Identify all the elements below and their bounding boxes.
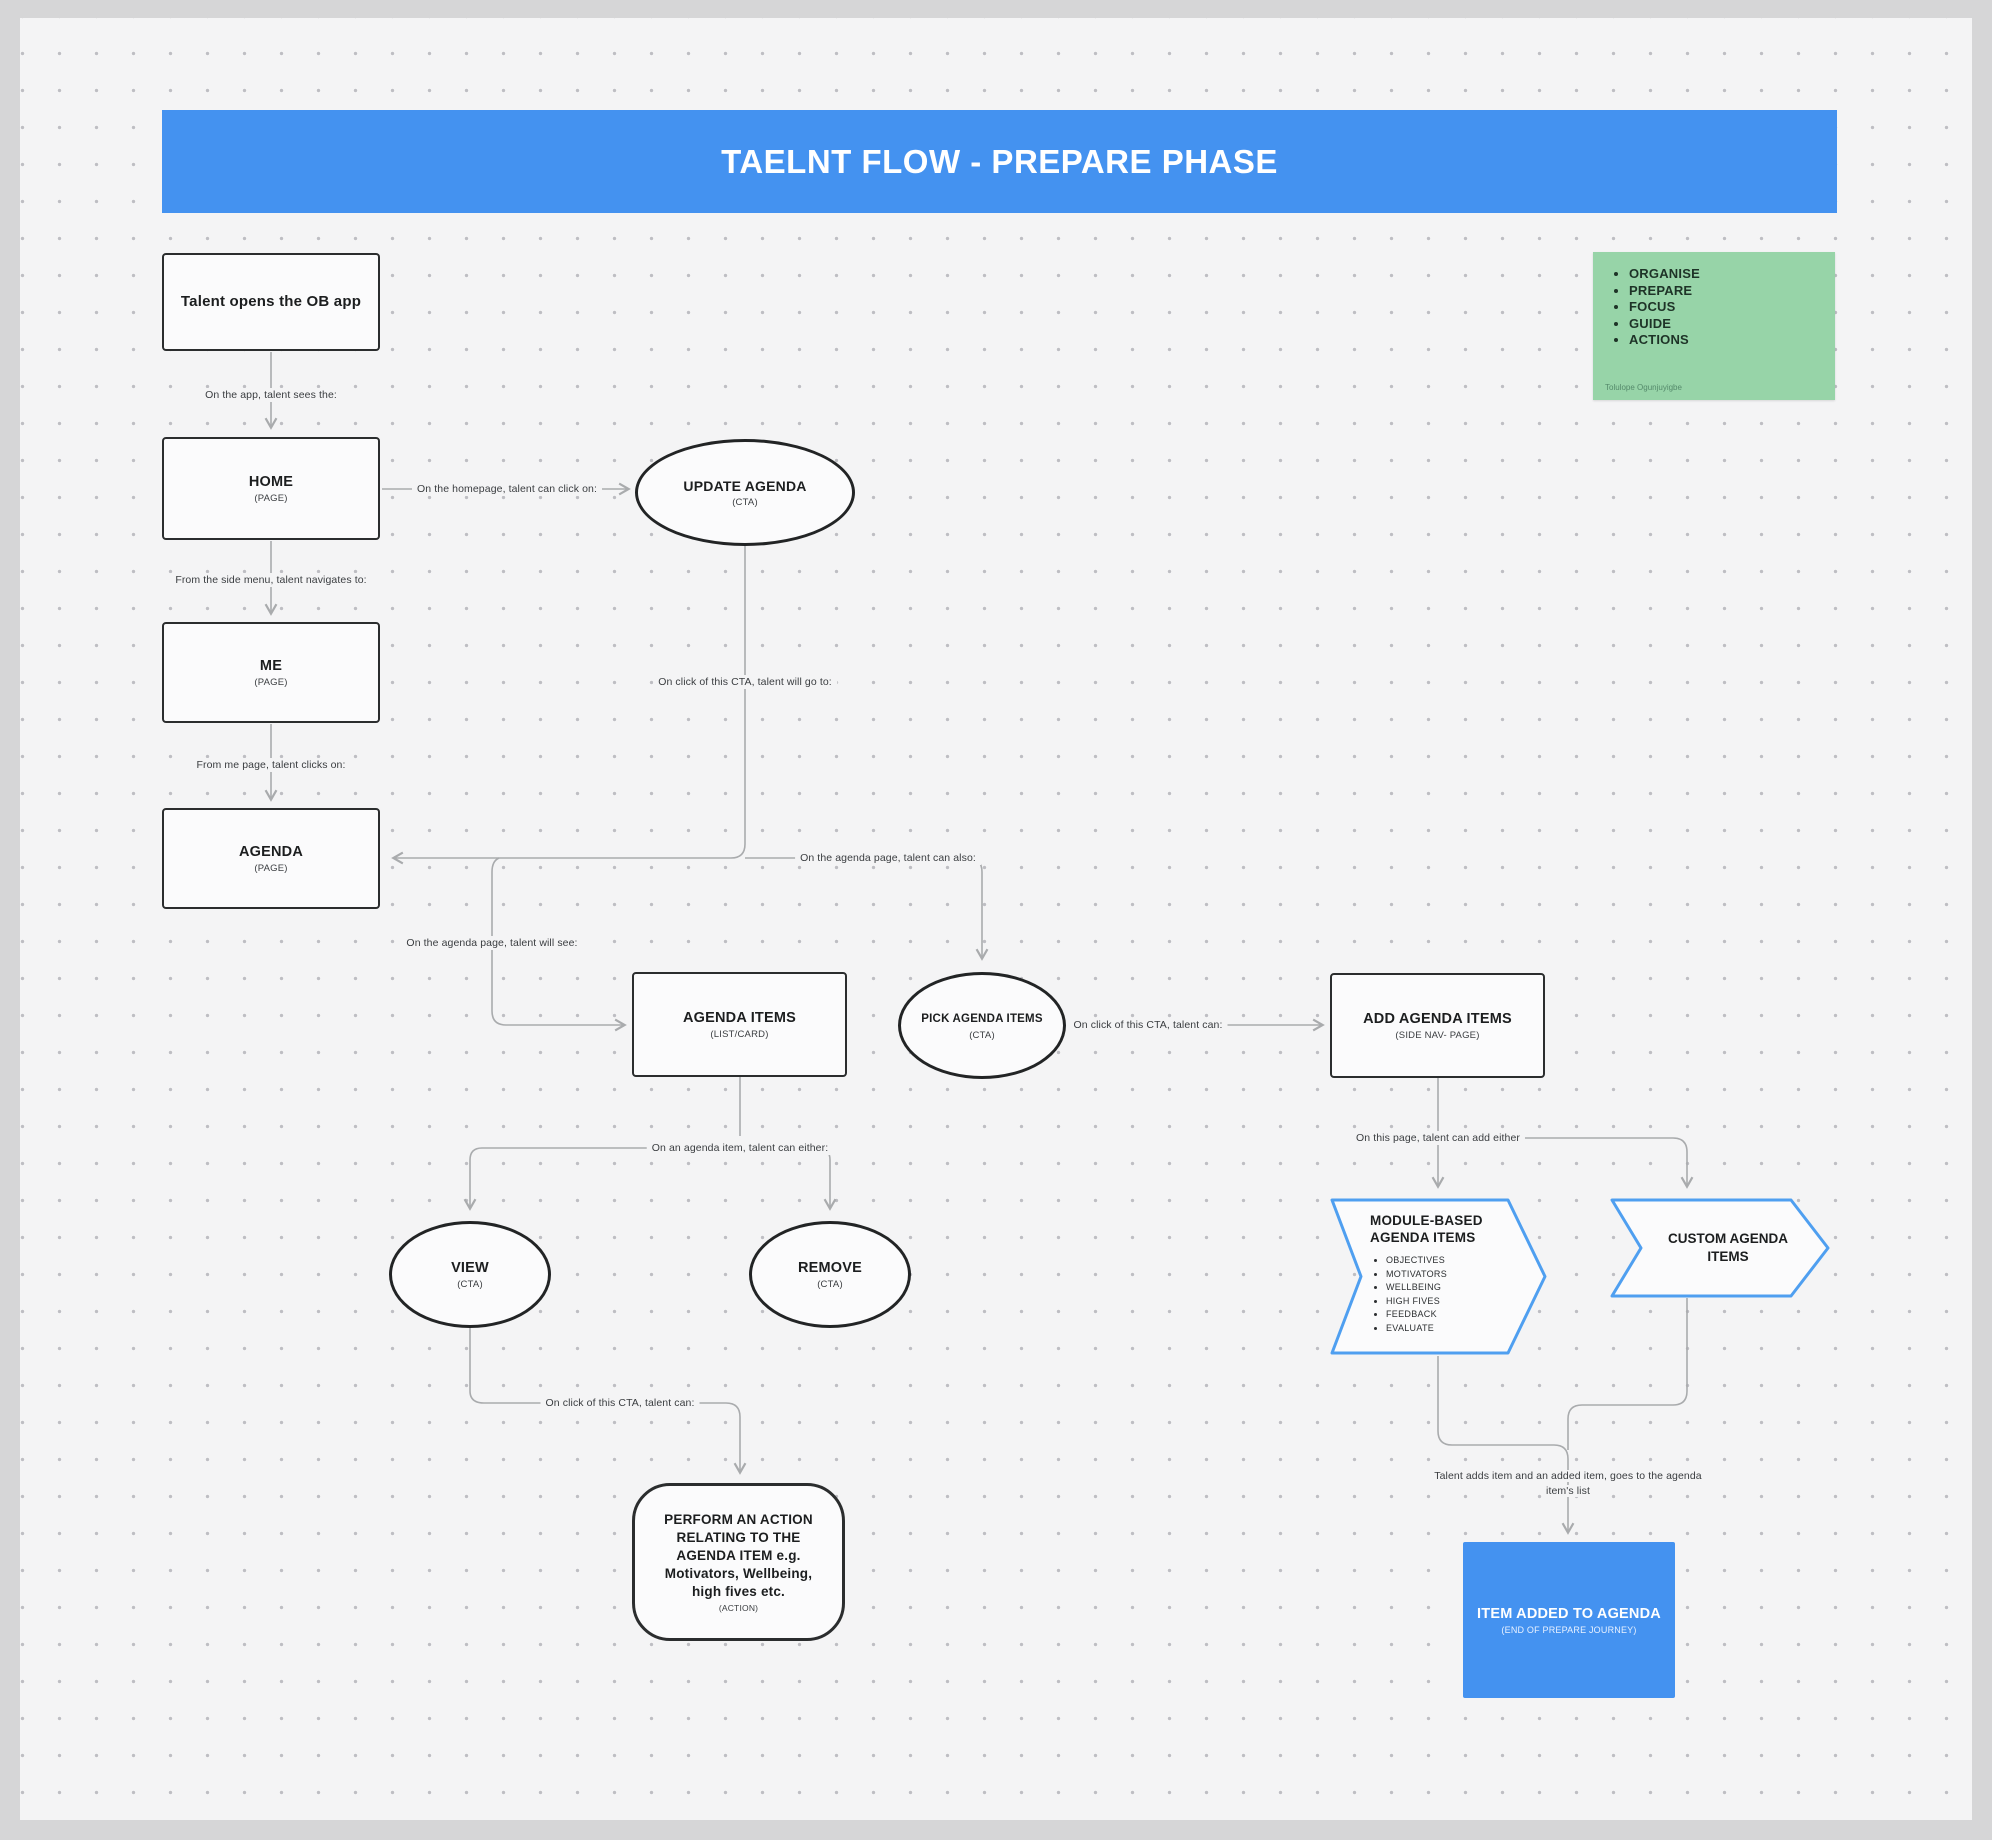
node-remove-type: (CTA) (817, 1279, 843, 1290)
node-update-agenda-label: UPDATE AGENDA (683, 478, 807, 494)
title-banner[interactable]: TAELNT FLOW - PREPARE PHASE (162, 110, 1837, 213)
edge-label-view-cta-can[interactable]: On click of this CTA, talent can: (540, 1396, 700, 1410)
chevron-shape (1330, 1198, 1547, 1355)
chevron-shape (1610, 1198, 1830, 1298)
node-add-label: ADD AGENDA ITEMS (1363, 1011, 1512, 1027)
node-add-agenda-items[interactable]: ADD AGENDA ITEMS (SIDE NAV- PAGE) (1330, 973, 1545, 1078)
sticky-author: Tolulope Ogunjuyigbe (1605, 383, 1682, 392)
module-item-list: OBJECTIVES MOTIVATORS WELLBEING HIGH FIV… (1370, 1254, 1547, 1335)
edge-label-adds-item[interactable]: Talent adds item and an added item, goes… (1403, 1468, 1733, 1500)
node-module-based-agenda-items[interactable]: MODULE-BASED AGENDA ITEMS OBJECTIVES MOT… (1330, 1198, 1547, 1355)
node-home-type: (PAGE) (254, 493, 288, 504)
connector-module-merge[interactable] (1437, 1356, 1575, 1535)
edge-label-item-either[interactable]: On an agenda item, talent can either: (646, 1141, 834, 1155)
node-agenda-type: (PAGE) (254, 863, 288, 874)
node-pick-agenda-items-cta[interactable]: PICK AGENDA ITEMS (CTA) (898, 972, 1066, 1079)
node-agenda-items-type: (LIST/CARD) (710, 1029, 769, 1040)
edge-label-pick-cta-can[interactable]: On click of this CTA, talent can: (1068, 1018, 1228, 1032)
node-perform-label: PERFORM AN ACTION RELATING TO THE AGENDA… (664, 1512, 813, 1599)
node-home-label: HOME (248, 474, 294, 490)
module-item: WELLBEING (1386, 1281, 1547, 1295)
node-end-label: ITEM ADDED TO AGENDA (1477, 1606, 1661, 1622)
node-end-type: (END OF PREPARE JOURNEY) (1501, 1625, 1637, 1635)
node-start[interactable]: Talent opens the OB app (162, 253, 380, 351)
node-start-label: Talent opens the OB app (180, 293, 362, 310)
node-remove-cta[interactable]: REMOVE (CTA) (749, 1221, 911, 1328)
connector-agenda-pick[interactable] (745, 857, 989, 961)
node-perform-action[interactable]: PERFORM AN ACTION RELATING TO THE AGENDA… (632, 1483, 845, 1641)
edge-label-adds-item-line2: item's list (1542, 1485, 1594, 1497)
node-pick-label: PICK AGENDA ITEMS (921, 1013, 1043, 1025)
connector-add-custom[interactable] (1438, 1137, 1694, 1189)
connector-custom-merge[interactable] (1567, 1298, 1688, 1450)
node-pick-type: (CTA) (969, 1030, 995, 1041)
node-remove-label: REMOVE (797, 1260, 863, 1276)
connector-update-agenda[interactable] (391, 546, 746, 865)
edge-label-add-either[interactable]: On this page, talent can add either (1350, 1131, 1526, 1145)
node-view-cta[interactable]: VIEW (CTA) (389, 1221, 551, 1328)
custom-label: CUSTOM AGENDA ITEMS (1667, 1231, 1788, 1264)
node-update-agenda-cta[interactable]: UPDATE AGENDA (CTA) (635, 439, 855, 546)
node-agenda-items-label: AGENDA ITEMS (682, 1010, 797, 1026)
module-item: HIGH FIVES (1386, 1295, 1547, 1309)
edge-label-homepage-click[interactable]: On the homepage, talent can click on: (412, 482, 602, 496)
node-add-type: (SIDE NAV- PAGE) (1395, 1030, 1480, 1041)
node-perform-type: (ACTION) (718, 1603, 759, 1613)
edge-label-agenda-see[interactable]: On the agenda page, talent will see: (401, 936, 583, 950)
sticky-item: PREPARE (1629, 283, 1827, 300)
node-me-label: ME (259, 658, 283, 674)
edge-label-app-sees[interactable]: On the app, talent sees the: (200, 388, 342, 402)
node-view-type: (CTA) (457, 1279, 483, 1290)
page-title: TAELNT FLOW - PREPARE PHASE (721, 142, 1278, 180)
module-item: FEEDBACK (1386, 1308, 1547, 1322)
node-update-agenda-type: (CTA) (732, 497, 758, 508)
node-view-label: VIEW (451, 1260, 489, 1276)
module-item: EVALUATE (1386, 1322, 1547, 1336)
node-agenda-label: AGENDA (238, 844, 304, 860)
edge-label-cta-go-to[interactable]: On click of this CTA, talent will go to: (653, 675, 837, 689)
sticky-phase-list: ORGANISE PREPARE FOCUS GUIDE ACTIONS (1607, 266, 1827, 349)
module-title-line1: MODULE-BASED (1370, 1213, 1483, 1228)
module-title-line2: AGENDA ITEMS (1370, 1230, 1476, 1245)
sticky-note[interactable]: ORGANISE PREPARE FOCUS GUIDE ACTIONS Tol… (1593, 252, 1835, 400)
sticky-item: ORGANISE (1629, 266, 1827, 283)
node-home-page[interactable]: HOME (PAGE) (162, 437, 380, 540)
node-me-page[interactable]: ME (PAGE) (162, 622, 380, 723)
node-agenda-items[interactable]: AGENDA ITEMS (LIST/CARD) (632, 972, 847, 1077)
sticky-item: GUIDE (1629, 316, 1827, 333)
node-item-added-end[interactable]: ITEM ADDED TO AGENDA (END OF PREPARE JOU… (1463, 1542, 1675, 1698)
edge-label-agenda-also[interactable]: On the agenda page, talent can also: (795, 851, 981, 865)
connector-items-remove[interactable] (740, 1147, 837, 1211)
sticky-item: FOCUS (1629, 299, 1827, 316)
whiteboard-canvas[interactable]: TAELNT FLOW - PREPARE PHASE ORGANISE PRE… (20, 18, 1972, 1820)
edge-label-side-menu[interactable]: From the side menu, talent navigates to: (170, 573, 372, 587)
node-me-type: (PAGE) (254, 677, 288, 688)
edge-label-adds-item-line1: Talent adds item and an added item, goes… (1430, 1470, 1706, 1482)
module-item: OBJECTIVES (1386, 1254, 1547, 1268)
node-custom-agenda-items[interactable]: CUSTOM AGENDA ITEMS (1610, 1198, 1830, 1298)
edge-label-me-page[interactable]: From me page, talent clicks on: (191, 758, 351, 772)
node-agenda-page[interactable]: AGENDA (PAGE) (162, 808, 380, 909)
connector-items-view[interactable] (463, 1147, 740, 1211)
sticky-item: ACTIONS (1629, 332, 1827, 349)
module-item: MOTIVATORS (1386, 1268, 1547, 1282)
